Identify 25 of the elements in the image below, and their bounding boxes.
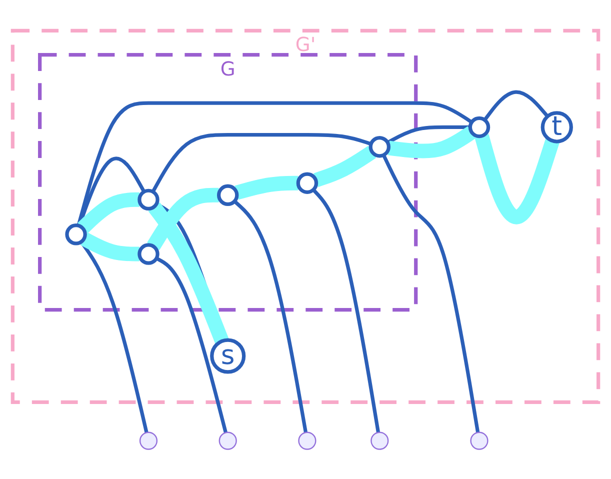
node-circle (138, 242, 160, 264)
connector (233, 199, 308, 432)
connector (76, 100, 473, 226)
connector (313, 145, 376, 187)
connector (382, 154, 480, 432)
node-circle (368, 136, 390, 158)
node-circle (138, 188, 160, 210)
connector (151, 132, 372, 192)
connector (156, 256, 228, 433)
connector (78, 192, 142, 233)
connector (386, 124, 470, 144)
node-circle (296, 172, 318, 194)
node-circle (468, 116, 490, 138)
connector (234, 175, 301, 200)
node-circle (540, 110, 573, 143)
connector (80, 232, 142, 261)
connector (483, 90, 549, 121)
node-circle (65, 223, 87, 245)
connector (312, 188, 380, 432)
node-circle (210, 338, 246, 374)
node-circle (216, 184, 239, 206)
cluster (10, 28, 600, 404)
cluster (38, 52, 418, 312)
connector (147, 187, 220, 250)
connector (386, 126, 476, 158)
